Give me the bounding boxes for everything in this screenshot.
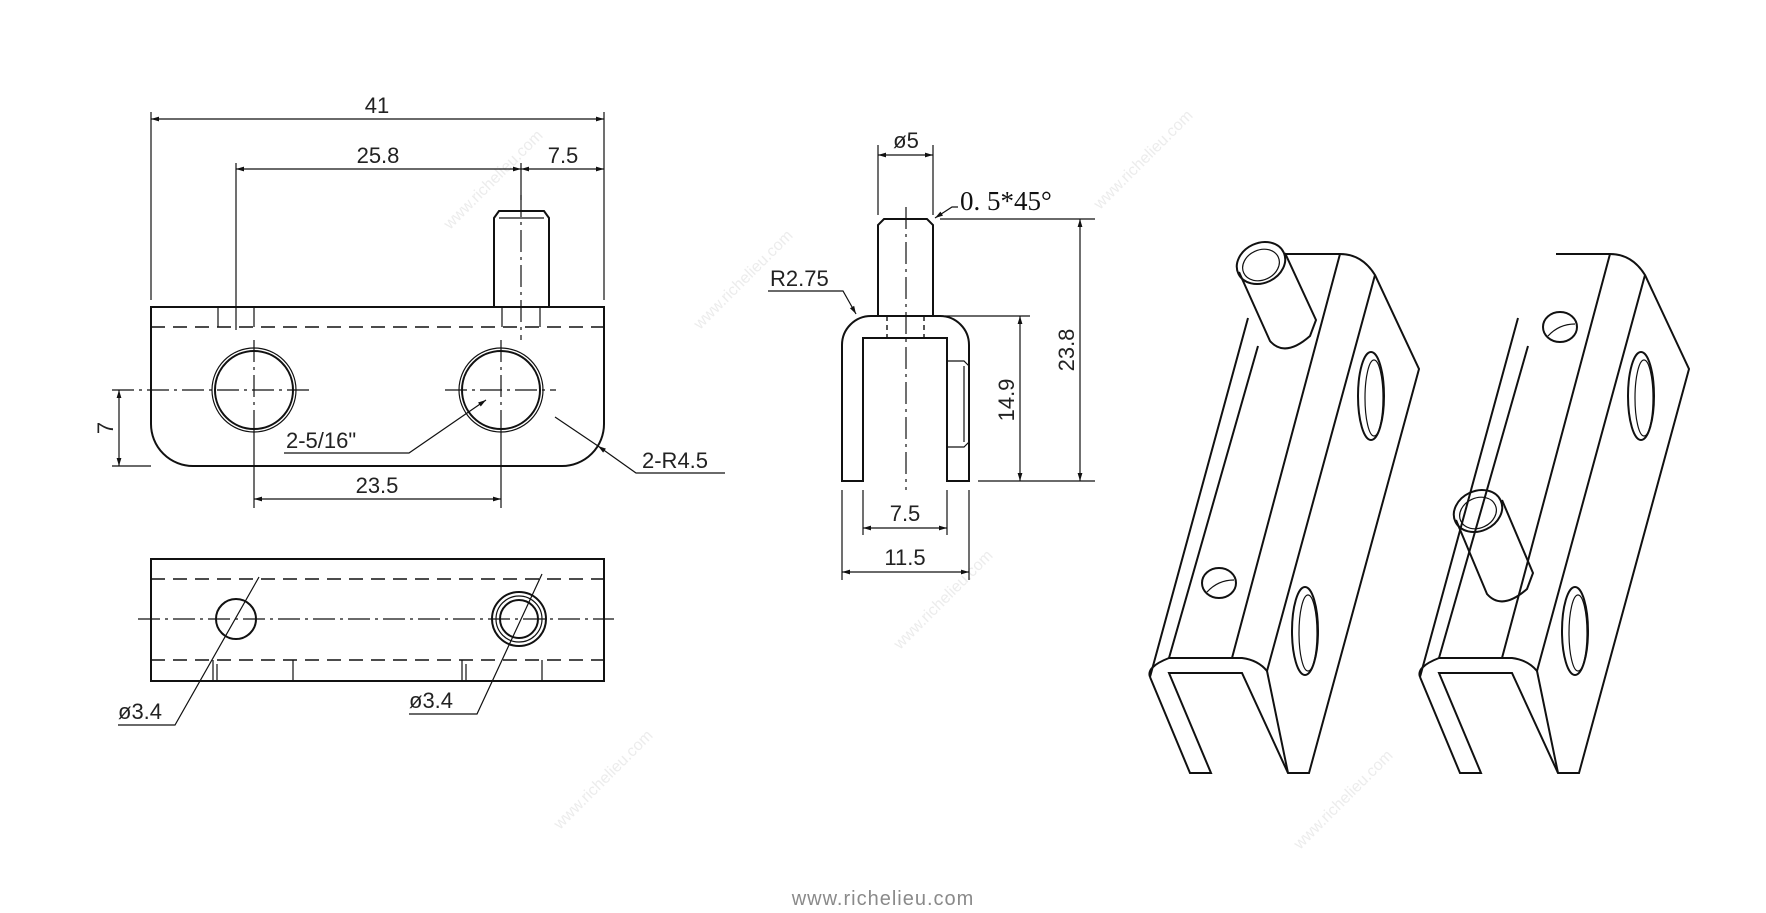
iso-pin-chamfer — [1242, 248, 1280, 282]
hole-left — [215, 598, 257, 640]
isometric-left — [1148, 253, 1421, 774]
dim-total-height: 23.8 — [1054, 329, 1079, 372]
iso-pin-body — [1238, 252, 1318, 350]
dim-hole-spacing: 23.5 — [356, 473, 399, 498]
hole-callout: 2-5/16" — [286, 428, 356, 453]
dim-inner-width: 7.5 — [890, 501, 921, 526]
dim-outer-width: 11.5 — [884, 545, 925, 570]
extension-lines — [112, 112, 605, 508]
isometric-right-details — [1452, 311, 1578, 603]
iso-pin-body — [1455, 499, 1535, 603]
iso-small-hole — [1201, 567, 1237, 599]
extension-lines — [841, 145, 1095, 580]
side-view: ø5 0. 5*45° R2.75 23.8 14.9 7.5 11.5 — [768, 128, 1095, 580]
iso-small-hole — [1542, 311, 1578, 343]
left-hole-diameter: ø3.4 — [118, 699, 162, 724]
dim-pin-diameter: ø5 — [893, 128, 919, 153]
watermark: www.richelieu.com — [550, 727, 656, 833]
dim-body-height: 14.9 — [994, 379, 1019, 422]
front-view: 41 25.8 7.5 7 23.5 2-5/16" 2-R4.5 — [93, 93, 725, 508]
hole-right-outer — [491, 591, 547, 647]
leader-inner-radius — [768, 290, 857, 315]
iso-pin-chamfer — [1459, 496, 1497, 530]
bottom-view: ø3.4 ø3.4 — [118, 558, 614, 726]
leader-left-hole — [118, 576, 260, 726]
thread-ring — [1364, 359, 1384, 437]
iso-pin-top — [1452, 489, 1504, 533]
right-hole-diameter: ø3.4 — [409, 688, 453, 713]
side-pin — [877, 218, 934, 316]
thread-ring — [1298, 594, 1318, 672]
hidden-features — [217, 307, 541, 327]
hidden-lines — [886, 316, 925, 338]
threaded-hole — [1357, 351, 1385, 441]
watermark: www.richelieu.com — [1090, 107, 1196, 213]
u-channel-outline — [841, 315, 970, 482]
leader-chamfer — [934, 206, 958, 219]
dim-pin-to-edge: 7.5 — [548, 143, 579, 168]
leader-radius — [597, 445, 725, 474]
dim-hole-to-pin: 25.8 — [357, 143, 400, 168]
leader-radius-tail — [554, 416, 599, 447]
iso-edges — [1149, 253, 1341, 774]
leader-hole-callout — [284, 399, 487, 454]
dim-hole-height: 7 — [93, 422, 118, 434]
iso-hole-inner — [1206, 579, 1235, 593]
centerlines — [112, 195, 556, 432]
iso-pin-top — [1235, 241, 1287, 285]
corner-radius: 2-R4.5 — [642, 448, 708, 473]
threaded-hole — [1291, 586, 1319, 676]
bottom-body-outline — [150, 558, 605, 682]
iso-body-outline — [1149, 253, 1421, 774]
hole-right-thread — [495, 595, 543, 643]
front-body-outline — [150, 306, 605, 467]
side-hole-feature — [947, 360, 970, 448]
chamfer-callout: 0. 5*45° — [960, 186, 1052, 216]
hole-right-inner — [499, 599, 539, 639]
watermark: www.richelieu.com — [1290, 747, 1396, 853]
iso-u-top — [1148, 274, 1376, 678]
countersink-marks — [212, 660, 543, 681]
dim-overall-length: 41 — [365, 93, 389, 118]
footer-url: www.richelieu.com — [791, 888, 975, 910]
isometric-left-details — [1201, 241, 1318, 599]
iso-hole-inner — [1547, 323, 1576, 337]
inner-radius: R2.75 — [770, 266, 829, 291]
leader-right-hole — [409, 573, 543, 715]
